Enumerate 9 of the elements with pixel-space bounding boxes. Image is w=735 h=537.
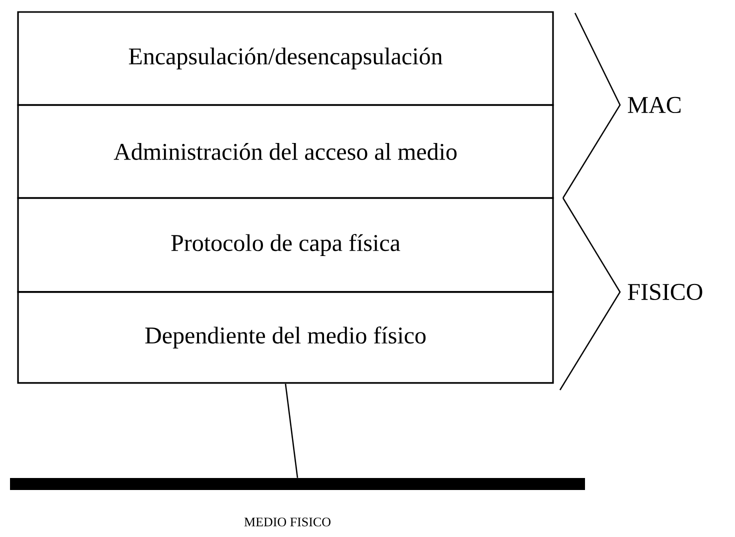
layer-box: Protocolo de capa física [17,197,554,293]
layer-group-label: FISICO [628,284,702,300]
layer-box: Administración del acceso al medio [17,104,554,199]
layer-group-label: MAC [628,96,681,114]
bar-caption: MEDIO FISICO [244,518,330,526]
layer-box: Dependiente del medio físico [17,291,554,384]
medium-bar [10,478,585,490]
connector-line [284,384,298,478]
layer-box: Encapsulación/desencapsulación [17,11,554,106]
